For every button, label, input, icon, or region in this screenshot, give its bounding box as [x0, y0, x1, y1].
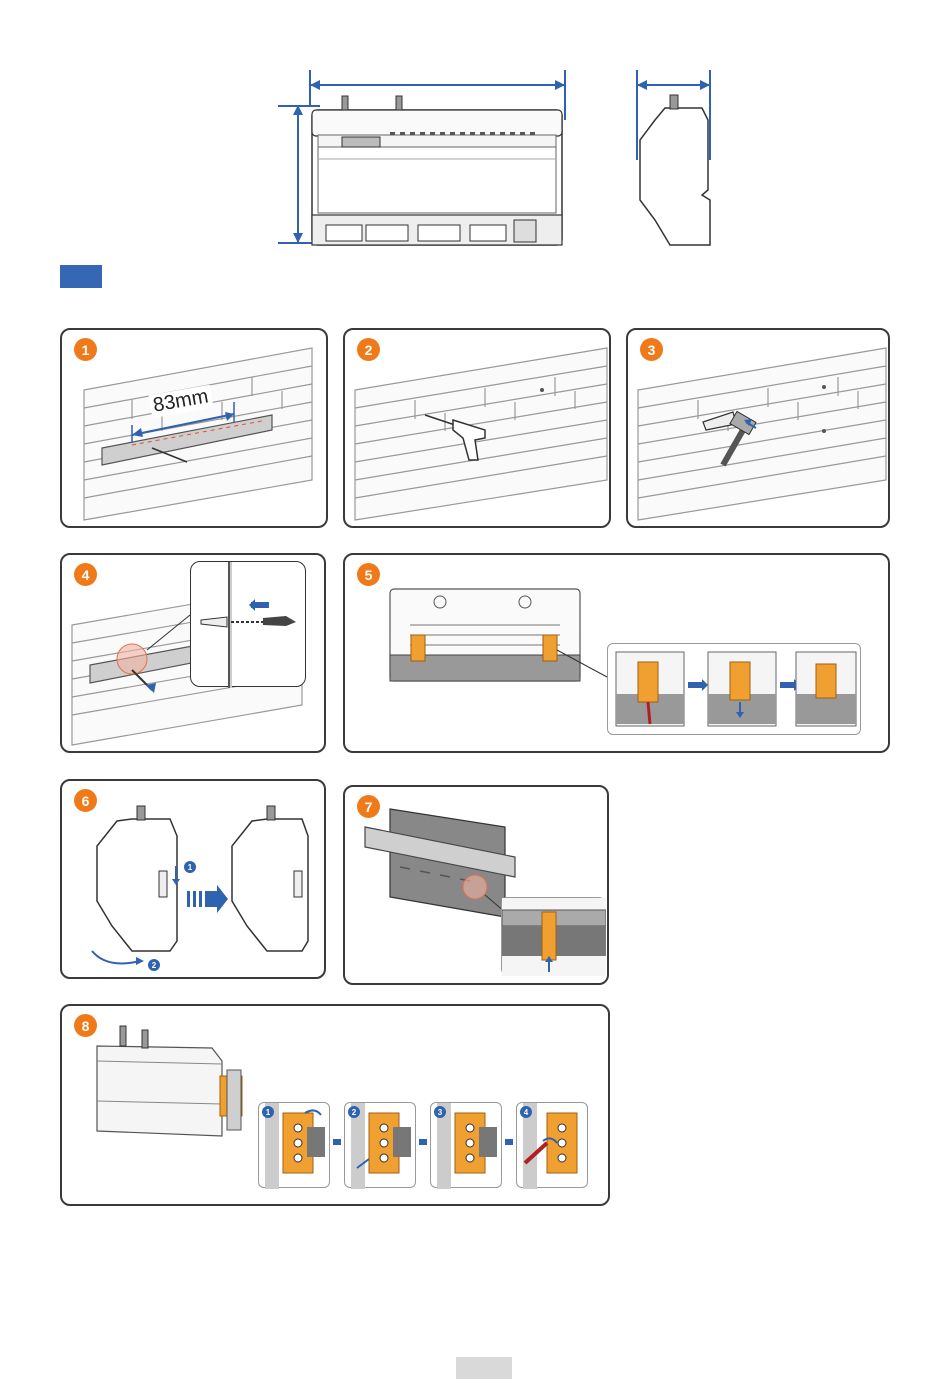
step-1-panel: 1 83mm [60, 328, 328, 528]
step-5-panel: 5 [343, 553, 890, 753]
step-number-badge: 2 [357, 338, 380, 361]
step-3-panel: 3 [626, 328, 890, 528]
sub-step-3-marker: 3 [434, 1106, 446, 1118]
step-number-badge: 7 [357, 795, 380, 818]
step-number-badge: 1 [74, 338, 97, 361]
step-number-badge: 8 [74, 1014, 97, 1037]
note-tag [60, 265, 102, 288]
step-number-badge: 3 [640, 338, 663, 361]
step-5-detail-inset [607, 643, 861, 735]
sub-step-1-marker: 1 [262, 1106, 274, 1118]
sub-step-4-marker: 4 [520, 1106, 532, 1118]
sub-step-2-marker: 2 [348, 1106, 360, 1118]
arrow-icon [419, 1139, 427, 1145]
step-8-panel: 8 [60, 1004, 610, 1206]
step-2-panel: 2 [343, 328, 611, 528]
step-number-badge: 6 [74, 789, 97, 812]
dimension-diagram [270, 60, 730, 260]
step-number-badge: 4 [74, 563, 97, 586]
step-4-detail-inset [190, 561, 306, 687]
step-6-panel: 6 1 2 [60, 779, 326, 979]
step-4-panel: 4 [60, 553, 326, 753]
sub-step-2-marker: 2 [148, 959, 160, 971]
step-7-panel: 7 [343, 785, 609, 985]
step-7-detail-inset [501, 897, 605, 975]
arrow-icon [333, 1139, 341, 1145]
sub-step-1-marker: 1 [184, 861, 196, 873]
arrow-icon [505, 1139, 513, 1145]
step-number-badge: 5 [357, 563, 380, 586]
page-number-box [456, 1357, 512, 1379]
